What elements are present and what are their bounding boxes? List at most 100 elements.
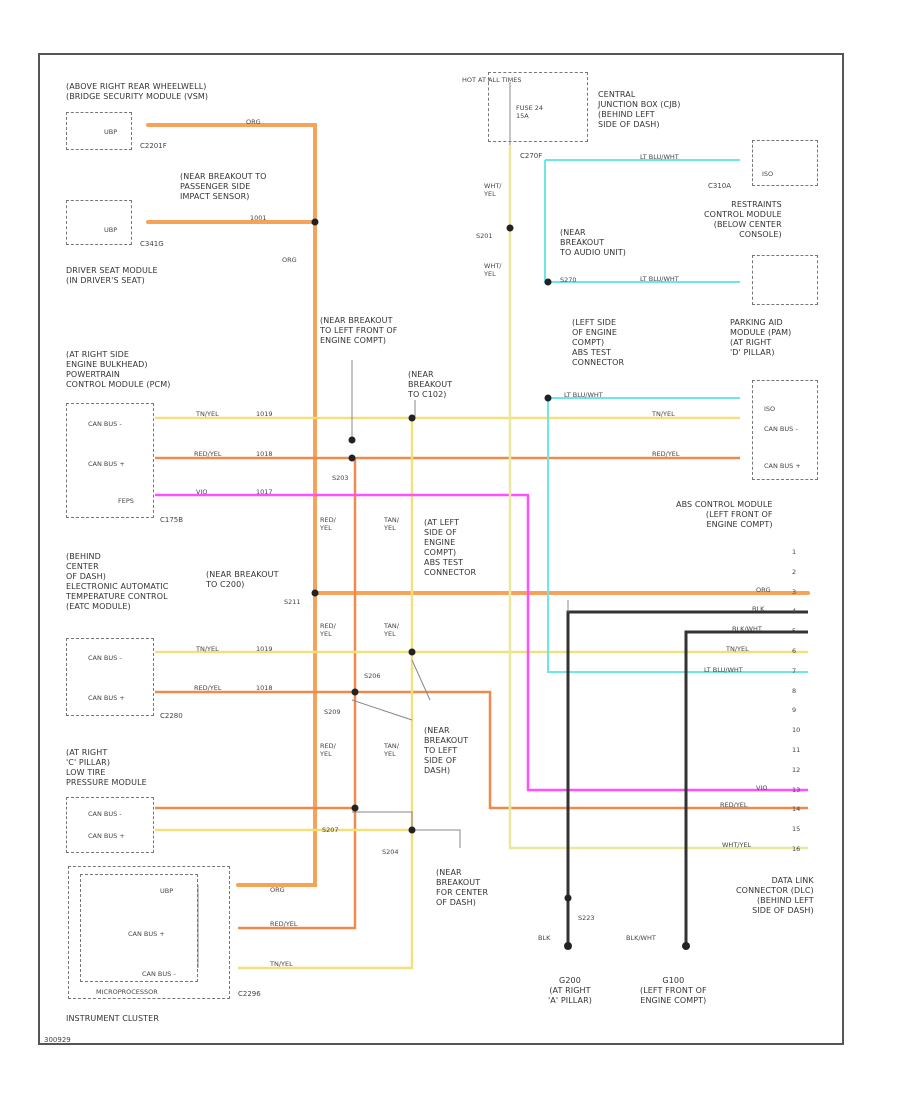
pcm-pin-can-plus: CAN BUS + bbox=[88, 460, 125, 468]
pam-pin-can-minus: CAN BUS - bbox=[764, 425, 798, 433]
cjb-connector: C270F bbox=[520, 152, 543, 160]
wire-label-rdye-v1: RED/ YEL bbox=[320, 516, 336, 532]
note-near-breakout-c102: (NEAR BREAKOUT TO C102) bbox=[408, 370, 453, 399]
wire-org-security bbox=[146, 123, 317, 887]
wire-red-eatc bbox=[155, 690, 808, 810]
splice-s209: S209 bbox=[324, 708, 341, 716]
wire-label-rdye-1: RED/YEL bbox=[194, 450, 222, 458]
cluster-microprocessor: MICROPROCESSOR bbox=[96, 988, 158, 996]
wire-label-ltblu-4: LT BLU/WHT bbox=[704, 666, 743, 674]
note-near-breakout-left-front: (NEAR BREAKOUT TO LEFT FRONT OF ENGINE C… bbox=[320, 316, 398, 345]
wire-label-whtye-1: WHT/ YEL bbox=[484, 182, 502, 198]
wire-label-rdye-2: RED/YEL bbox=[652, 450, 680, 458]
splice-dot bbox=[544, 278, 552, 286]
red-yel-wire-group bbox=[155, 456, 808, 930]
driver-seat-label: DRIVER SEAT MODULE (IN DRIVER'S SEAT) bbox=[66, 266, 158, 285]
wire-label-tnye-v2: TAN/ YEL bbox=[384, 622, 399, 638]
note-left-side-abs: (LEFT SIDE OF ENGINE COMPT) ABS TEST CON… bbox=[572, 318, 625, 367]
ground-dot-g100 bbox=[682, 942, 690, 950]
rcm-label: RESTRAINTS CONTROL MODULE (BELOW CENTER … bbox=[704, 200, 782, 239]
wire-label-whtye-3: WHT/YEL bbox=[722, 841, 752, 849]
eatc-connector: C2280 bbox=[160, 712, 183, 720]
wire-label-tnye-3: TN/YEL bbox=[196, 645, 219, 653]
cluster-connector: C2296 bbox=[238, 990, 261, 998]
circuit-id-1: 1001 bbox=[250, 214, 267, 222]
splice-dot bbox=[408, 826, 416, 834]
diagram-frame bbox=[38, 53, 844, 1045]
wire-label-vio-2: VIO bbox=[756, 784, 768, 792]
wire-tan-cluster bbox=[238, 418, 414, 970]
splice-dot bbox=[311, 218, 319, 226]
cluster-pin-can-minus: CAN BUS - bbox=[142, 970, 176, 978]
splice-s204: S204 bbox=[382, 848, 399, 856]
dlc-pin-13: 13 bbox=[792, 785, 801, 794]
cluster-micro-box bbox=[80, 874, 198, 982]
pam-box bbox=[752, 380, 818, 480]
leader-lines bbox=[197, 82, 569, 968]
wire-label-blk-2: BLK bbox=[538, 934, 551, 942]
eatc-box bbox=[66, 638, 154, 716]
dlc-pin-4: 4 bbox=[792, 607, 797, 616]
note-near-breakout-passenger: (NEAR BREAKOUT TO PASSENGER SIDE IMPACT … bbox=[180, 172, 267, 201]
dlc-pin-2: 2 bbox=[792, 567, 797, 576]
circuit-id-5: 1018 bbox=[256, 684, 273, 692]
cluster-box bbox=[68, 866, 230, 999]
wire-label-tnye-v3: TAN/ YEL bbox=[384, 742, 399, 758]
wire-label-org-4: ORG bbox=[756, 586, 771, 594]
dlc-pin-9: 9 bbox=[792, 706, 797, 715]
splice-dot bbox=[506, 224, 514, 232]
pcm-connector: C175B bbox=[160, 516, 184, 524]
figure-id: 300929 bbox=[44, 1036, 71, 1044]
cluster-label: INSTRUMENT CLUSTER bbox=[66, 1014, 159, 1023]
g100-label: G100 (LEFT FRONT OF ENGINE COMPT) bbox=[640, 976, 707, 1005]
splice-dot bbox=[348, 454, 356, 462]
wire-red-cluster bbox=[238, 458, 357, 930]
dlc-pin-10: 10 bbox=[792, 726, 801, 735]
wire-label-blk-1: BLK bbox=[752, 605, 765, 613]
org-wire-group bbox=[146, 123, 810, 887]
wire-blkwht-g100 bbox=[684, 630, 808, 946]
dlc-pin-3: 3 bbox=[792, 587, 797, 596]
wire-ltblu-abs bbox=[547, 398, 808, 673]
circuit-id-4: 1019 bbox=[256, 645, 273, 653]
wire-label-ltblu-1: LT BLU/WHT bbox=[640, 153, 679, 161]
rcm-box bbox=[752, 140, 818, 186]
pcm-pin-can-minus: CAN BUS - bbox=[88, 420, 122, 428]
circuit-id-2: 1019 bbox=[256, 410, 273, 418]
dlc-label: DATA LINK CONNECTOR (DLC) (BEHIND LEFT S… bbox=[736, 876, 814, 915]
cjb-label: CENTRAL JUNCTION BOX (CJB) (BEHIND LEFT … bbox=[598, 90, 681, 129]
splice-dot bbox=[351, 688, 359, 696]
pam-pin-can-plus: CAN BUS + bbox=[764, 462, 801, 470]
pcm-label: (AT RIGHT SIDE ENGINE BULKHEAD) POWERTRA… bbox=[66, 350, 171, 389]
wire-vio-feps bbox=[155, 493, 808, 792]
cluster-pin-can-plus: CAN BUS + bbox=[128, 930, 165, 938]
cjb-hot: HOT AT ALL TIMES bbox=[462, 76, 522, 84]
splice-s203: S203 bbox=[332, 474, 349, 482]
tire-pin-can-plus: CAN BUS + bbox=[88, 832, 125, 840]
dlc-pin-14: 14 bbox=[792, 805, 801, 814]
wire-label-ltblu-2: LT BLU/WHT bbox=[640, 275, 679, 283]
wire-label-whtye-2: WHT/ YEL bbox=[484, 262, 502, 278]
note-near-breakout-center-dash: (NEAR BREAKOUT FOR CENTER OF DASH) bbox=[436, 868, 489, 907]
cluster-pin-ubp: UBP bbox=[160, 887, 174, 895]
wire-label-tnye-5: TN/YEL bbox=[270, 960, 293, 968]
wire-label-rdye-v2: RED/ YEL bbox=[320, 622, 336, 638]
wire-label-org-3: ORG bbox=[270, 886, 285, 894]
wire-label-vio-1: VIO bbox=[196, 488, 208, 496]
driver-seat-box bbox=[66, 200, 132, 245]
wire-label-rdye-v3: RED/ YEL bbox=[320, 742, 336, 758]
g200-label: G200 (AT RIGHT 'A' PILLAR) bbox=[548, 976, 592, 1005]
wire-label-org-2: ORG bbox=[282, 256, 297, 264]
pcm-box bbox=[66, 403, 154, 518]
rcm-lower-box bbox=[752, 255, 818, 305]
dlc-pin-16: 16 bbox=[792, 845, 801, 853]
security-module-label: (ABOVE RIGHT REAR WHEELWELL) (BRIDGE SEC… bbox=[66, 82, 209, 101]
wire-label-tnye-v1: TAN/ YEL bbox=[384, 516, 399, 532]
splice-dot bbox=[351, 804, 359, 812]
splice-s223: S223 bbox=[578, 914, 595, 922]
splice-s270: S270 bbox=[560, 276, 577, 284]
tire-pin-can-minus: CAN BUS - bbox=[88, 810, 122, 818]
splice-dot bbox=[564, 894, 572, 902]
splice-dot bbox=[408, 414, 416, 422]
note-near-breakout-audio: (NEAR BREAKOUT TO AUDIO UNIT) bbox=[560, 228, 627, 257]
